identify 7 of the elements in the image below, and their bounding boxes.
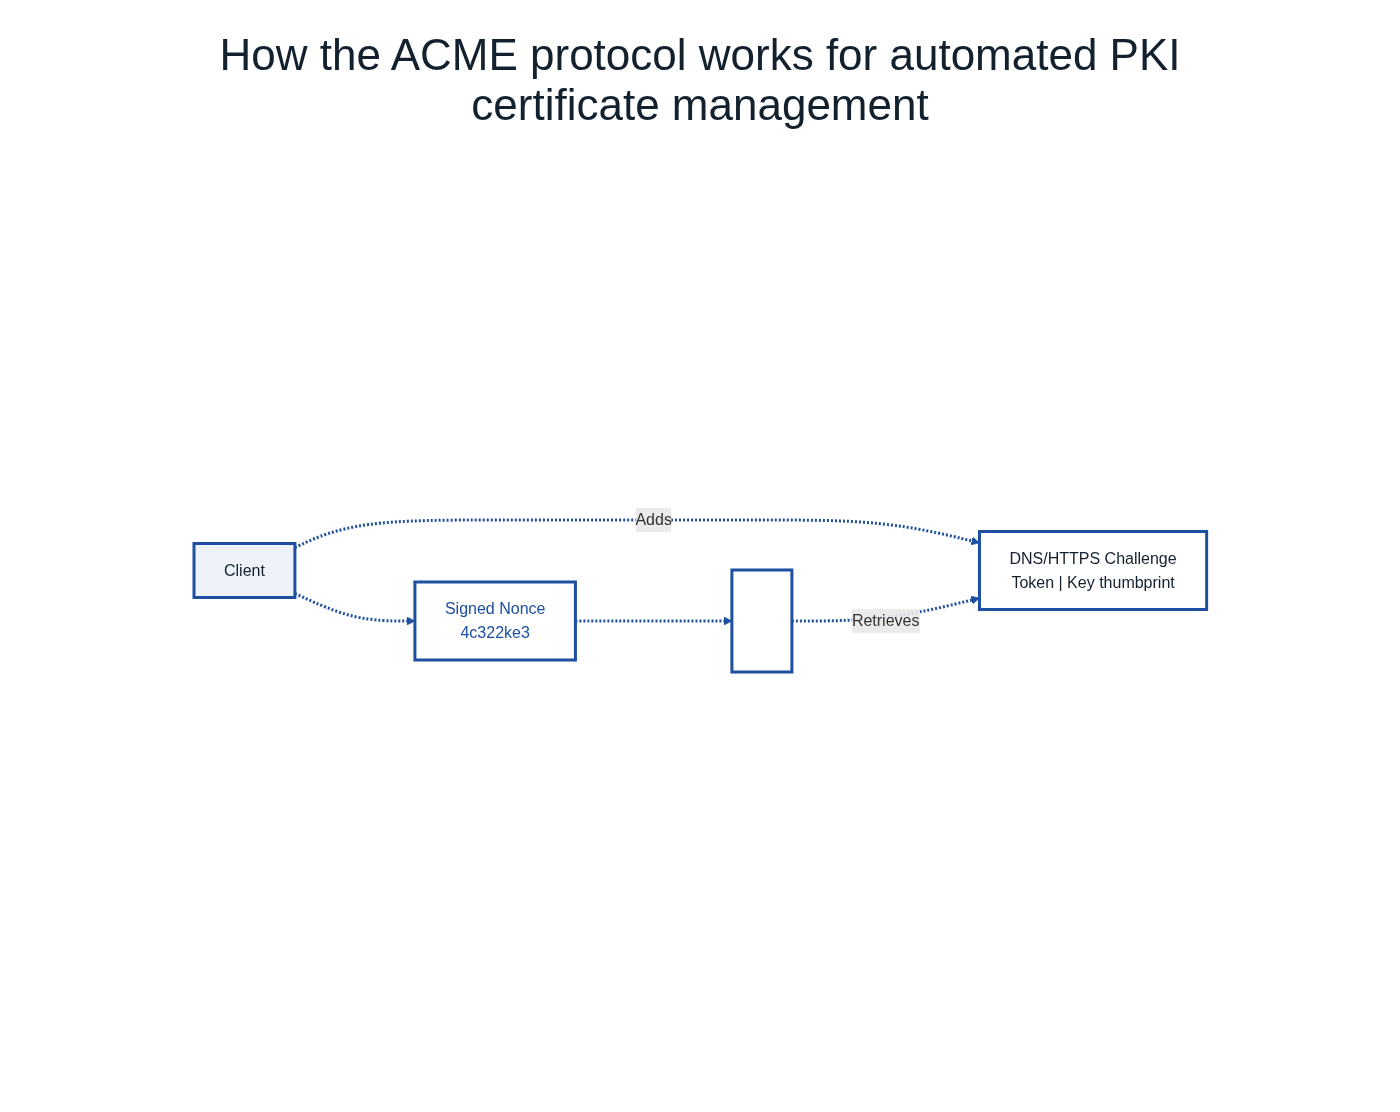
edge-label: Adds [635,511,672,528]
node-box: DNS/HTTPS Challenge Token | Key thumbprint [977,530,1208,611]
diagram-title: How the ACME protocol works for automated PKI certificate management [218,30,1182,130]
node-box [730,568,794,674]
node-box: Signed Nonce 4c322ke3 [413,580,577,662]
edge-label: Retrieves [851,612,920,629]
node-box: Client [192,542,297,599]
